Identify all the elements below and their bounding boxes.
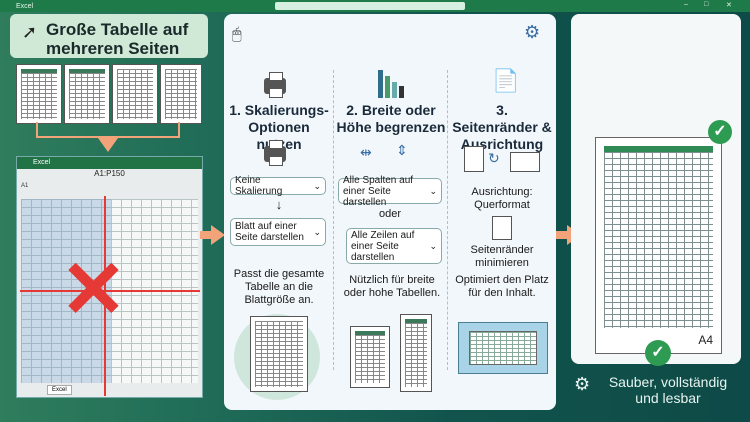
column-divider [333, 70, 334, 370]
page-break-horizontal [20, 290, 200, 292]
chevron-down-icon: ⌄ [313, 180, 321, 191]
sheet-tab[interactable]: Excel [47, 385, 72, 395]
cursor-icon: ➚ [22, 22, 38, 42]
fit-sheet-select[interactable]: Blatt auf einer Seite darstellen ⌄ [230, 218, 326, 246]
cell-reference: A1:P150 [94, 169, 125, 178]
chevron-down-icon: ⌄ [429, 185, 437, 196]
landscape-page-icon [510, 152, 540, 172]
result-text: Sauber, vollständig und lesbar [608, 374, 728, 406]
gear-icon: ⚙ [524, 22, 541, 42]
tall-table-illustration [400, 314, 432, 392]
portrait-page-icon [464, 146, 484, 172]
no-scaling-select[interactable]: Keine Skalierung ⌄ [230, 175, 326, 197]
arrow-right-icon [211, 225, 225, 245]
printer-icon [264, 72, 286, 98]
chevron-down-icon: ⌄ [313, 226, 321, 237]
app-name: Excel [16, 2, 34, 10]
wide-table-illustration [350, 326, 390, 388]
fitted-page-illustration [250, 316, 308, 392]
or-separator: oder [378, 208, 402, 220]
page-size-label: A4 [698, 333, 713, 347]
arrow-down-icon: ↓ [275, 197, 283, 212]
orientation-label: Ausrichtung: Querformat [471, 186, 533, 211]
arrow-shaft [556, 231, 568, 239]
excel-title-bar: Excel [17, 157, 202, 169]
name-box[interactable]: A1 [21, 183, 29, 189]
minimize-icon[interactable]: – [684, 1, 688, 8]
arrow-down-icon [98, 138, 118, 152]
margins-label: Seitenränder minimieren [470, 244, 534, 269]
close-icon[interactable]: ✕ [726, 2, 732, 9]
left-title: Große Tabelle auf mehreren Seiten [46, 20, 189, 58]
margins-icon [492, 216, 512, 240]
title-card [10, 14, 208, 58]
landscape-illustration [458, 322, 548, 374]
mouse-icon: 🖱 [232, 26, 242, 43]
title-bar: Excel – □ ✕ [0, 0, 750, 12]
connector-line [36, 122, 180, 138]
rotate-icon: ↻ [488, 150, 500, 166]
step2-heading: 2. Breite oder Höhe begrenzen [336, 102, 446, 135]
a4-page: A4 [595, 137, 722, 354]
step3-description: Optimiert den Platz für den Inhalt. [455, 274, 549, 299]
row-height-icon: ⇕ [396, 142, 408, 158]
option-label: Alle Zeilen auf einer Seite darstellen [351, 229, 415, 263]
page-thumbnail [112, 64, 158, 124]
error-x-icon: ✕ [60, 245, 128, 334]
all-columns-select[interactable]: Alle Spalten auf einer Seite darstellen ⌄ [338, 175, 442, 208]
step1-description: Passt die gesamte Tabelle an die Blattgr… [233, 268, 325, 306]
check-icon: ✓ [645, 340, 671, 366]
page-thumbnail [160, 64, 202, 124]
option-label: Alle Spalten auf einer Seite darstellen [343, 174, 414, 208]
arrow-shaft [200, 231, 212, 239]
page-thumbnail [64, 64, 110, 124]
maximize-icon[interactable]: □ [704, 1, 709, 8]
column-divider [447, 70, 448, 370]
search-box[interactable] [275, 2, 465, 10]
printer-icon [264, 140, 286, 166]
bar-chart-icon [378, 70, 408, 98]
all-rows-select[interactable]: Alle Zeilen auf einer Seite darstellen ⌄ [346, 228, 442, 264]
chevron-down-icon: ⌄ [429, 240, 437, 251]
column-width-icon: ⇹ [360, 144, 372, 160]
step2-description: Nützlich für breite oder hohe Tabellen. [343, 274, 441, 299]
page-break-vertical [104, 196, 106, 396]
document-icon: 📄 [492, 68, 520, 93]
check-icon: ✓ [708, 120, 732, 144]
page-thumbnail [16, 64, 62, 124]
option-label: Keine Skalierung [235, 175, 283, 197]
gear-icon: ⚙ [574, 374, 591, 394]
option-label: Blatt auf einer Seite darstellen [235, 221, 304, 243]
